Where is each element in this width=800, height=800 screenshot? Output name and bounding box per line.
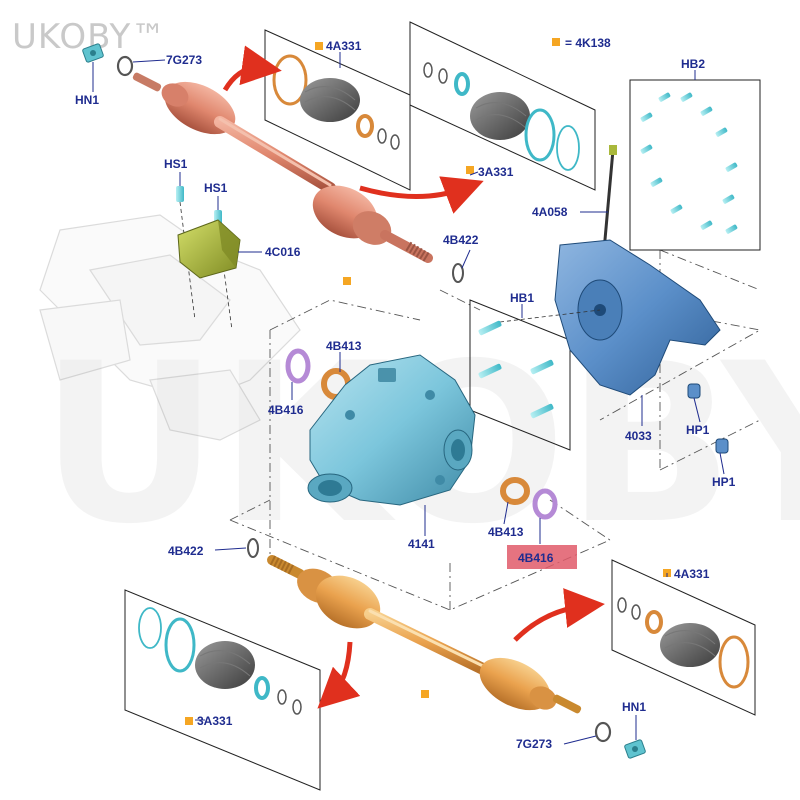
label-4A331-top: 4A331 [326, 39, 362, 53]
kit-frame-3A331-bottom [124, 589, 321, 791]
label-4B416-highlight: 4B416 [518, 551, 554, 565]
kit-frame-HB1 [469, 299, 571, 451]
label-4033: 4033 [625, 429, 652, 443]
leader-lines [92, 52, 725, 745]
bearing-4B413-right [500, 477, 530, 505]
arrow-to-4A331-bottom [513, 588, 605, 642]
kit-4A331-bottom-parts [617, 597, 750, 689]
washer-7G273-top [116, 55, 134, 77]
highlight-box-4B416 [507, 545, 577, 569]
label-HN1-bottom: HN1 [622, 700, 646, 714]
label-4B413-left: 4B413 [326, 339, 362, 353]
label-HB1: HB1 [510, 291, 534, 305]
label-4141: 4141 [408, 537, 435, 551]
label-HP1-b: HP1 [712, 475, 736, 489]
label-7G273-bottom: 7G273 [516, 737, 552, 751]
legend-text: = 4K138 [565, 36, 611, 50]
arrow-to-4A331-top [222, 45, 282, 92]
bolt-group-HB1 [478, 320, 554, 419]
kit-frame-HB2 [629, 79, 761, 251]
upper-axle-shaft [132, 72, 433, 263]
kit-4A331-top-parts [272, 54, 400, 150]
label-4B422-top: 4B422 [443, 233, 479, 247]
kit-frame-4A331-bottom [611, 559, 756, 716]
snap-ring-4B422-top [452, 263, 464, 283]
label-4C016: 4C016 [265, 245, 301, 259]
seal-4B416-left [285, 348, 311, 384]
label-HP1-a: HP1 [686, 423, 710, 437]
label-4B422-bottom: 4B422 [168, 544, 204, 558]
hn1-nut-bottom [624, 739, 646, 759]
label-4B416-left: 4B416 [268, 403, 304, 417]
differential-housing-4141 [307, 354, 476, 506]
seal-4B416-right [532, 488, 558, 520]
label-HS1-a: HS1 [164, 157, 188, 171]
kit-3A331-bottom-parts [138, 607, 302, 715]
label-7G273-top: 7G273 [166, 53, 202, 67]
kit-frame-3A331-top [409, 21, 596, 191]
rear-cover-4033 [499, 239, 721, 396]
marker-3A331-bottom [185, 717, 193, 725]
label-3A331-top: 3A331 [478, 165, 514, 179]
label-4A058: 4A058 [532, 205, 568, 219]
bolt-group-HB2 [640, 92, 738, 234]
legend-swatch [552, 38, 560, 46]
lower-axle-shaft [267, 555, 582, 714]
snap-ring-4B422-bottom [247, 538, 259, 558]
arrow-to-3A331-top [359, 176, 484, 214]
hp1-plug-a [687, 383, 701, 399]
hn1-nut-top [82, 43, 104, 63]
label-4B413-right: 4B413 [488, 525, 524, 539]
label-3A331-bottom: 3A331 [197, 714, 233, 728]
label-HS1-b: HS1 [204, 181, 228, 195]
marker-upper-shaft [343, 277, 351, 285]
marker-lower-shaft [421, 690, 429, 698]
washer-7G273-bottom [594, 721, 612, 743]
label-HB2: HB2 [681, 57, 705, 71]
control-module-4C016 [177, 219, 241, 279]
marker-4A331-top [315, 42, 323, 50]
kit-3A331-top-parts [423, 62, 580, 171]
arrow-to-3A331-bottom [317, 641, 361, 709]
hp1-plug-b [715, 438, 729, 454]
kit-frame-4A331-top [264, 29, 411, 191]
label-HN1-top: HN1 [75, 93, 99, 107]
marker-3A331-top [466, 166, 474, 174]
label-4A331-bottom: 4A331 [674, 567, 710, 581]
